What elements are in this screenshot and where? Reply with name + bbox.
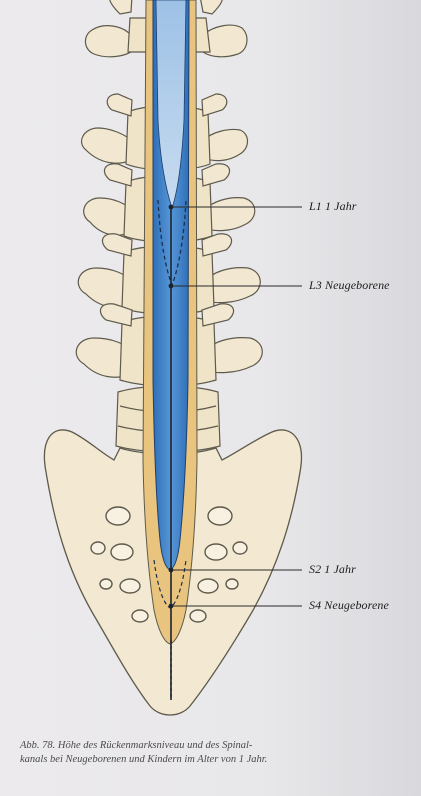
caption-line-2: kanals bei Neugeborenen und Kindern im A… (20, 753, 400, 767)
label-l1-one-year: L1 1 Jahr (309, 199, 357, 214)
caption-line-1: Abb. 78. Höhe des Rückenmarksniveau und … (20, 739, 400, 753)
label-l3-newborn: L3 Neugeborene (309, 278, 390, 293)
label-s4-newborn: S4 Neugeborene (309, 598, 389, 613)
figure-caption: Abb. 78. Höhe des Rückenmarksniveau und … (20, 739, 400, 767)
label-s2-one-year: S2 1 Jahr (309, 562, 356, 577)
